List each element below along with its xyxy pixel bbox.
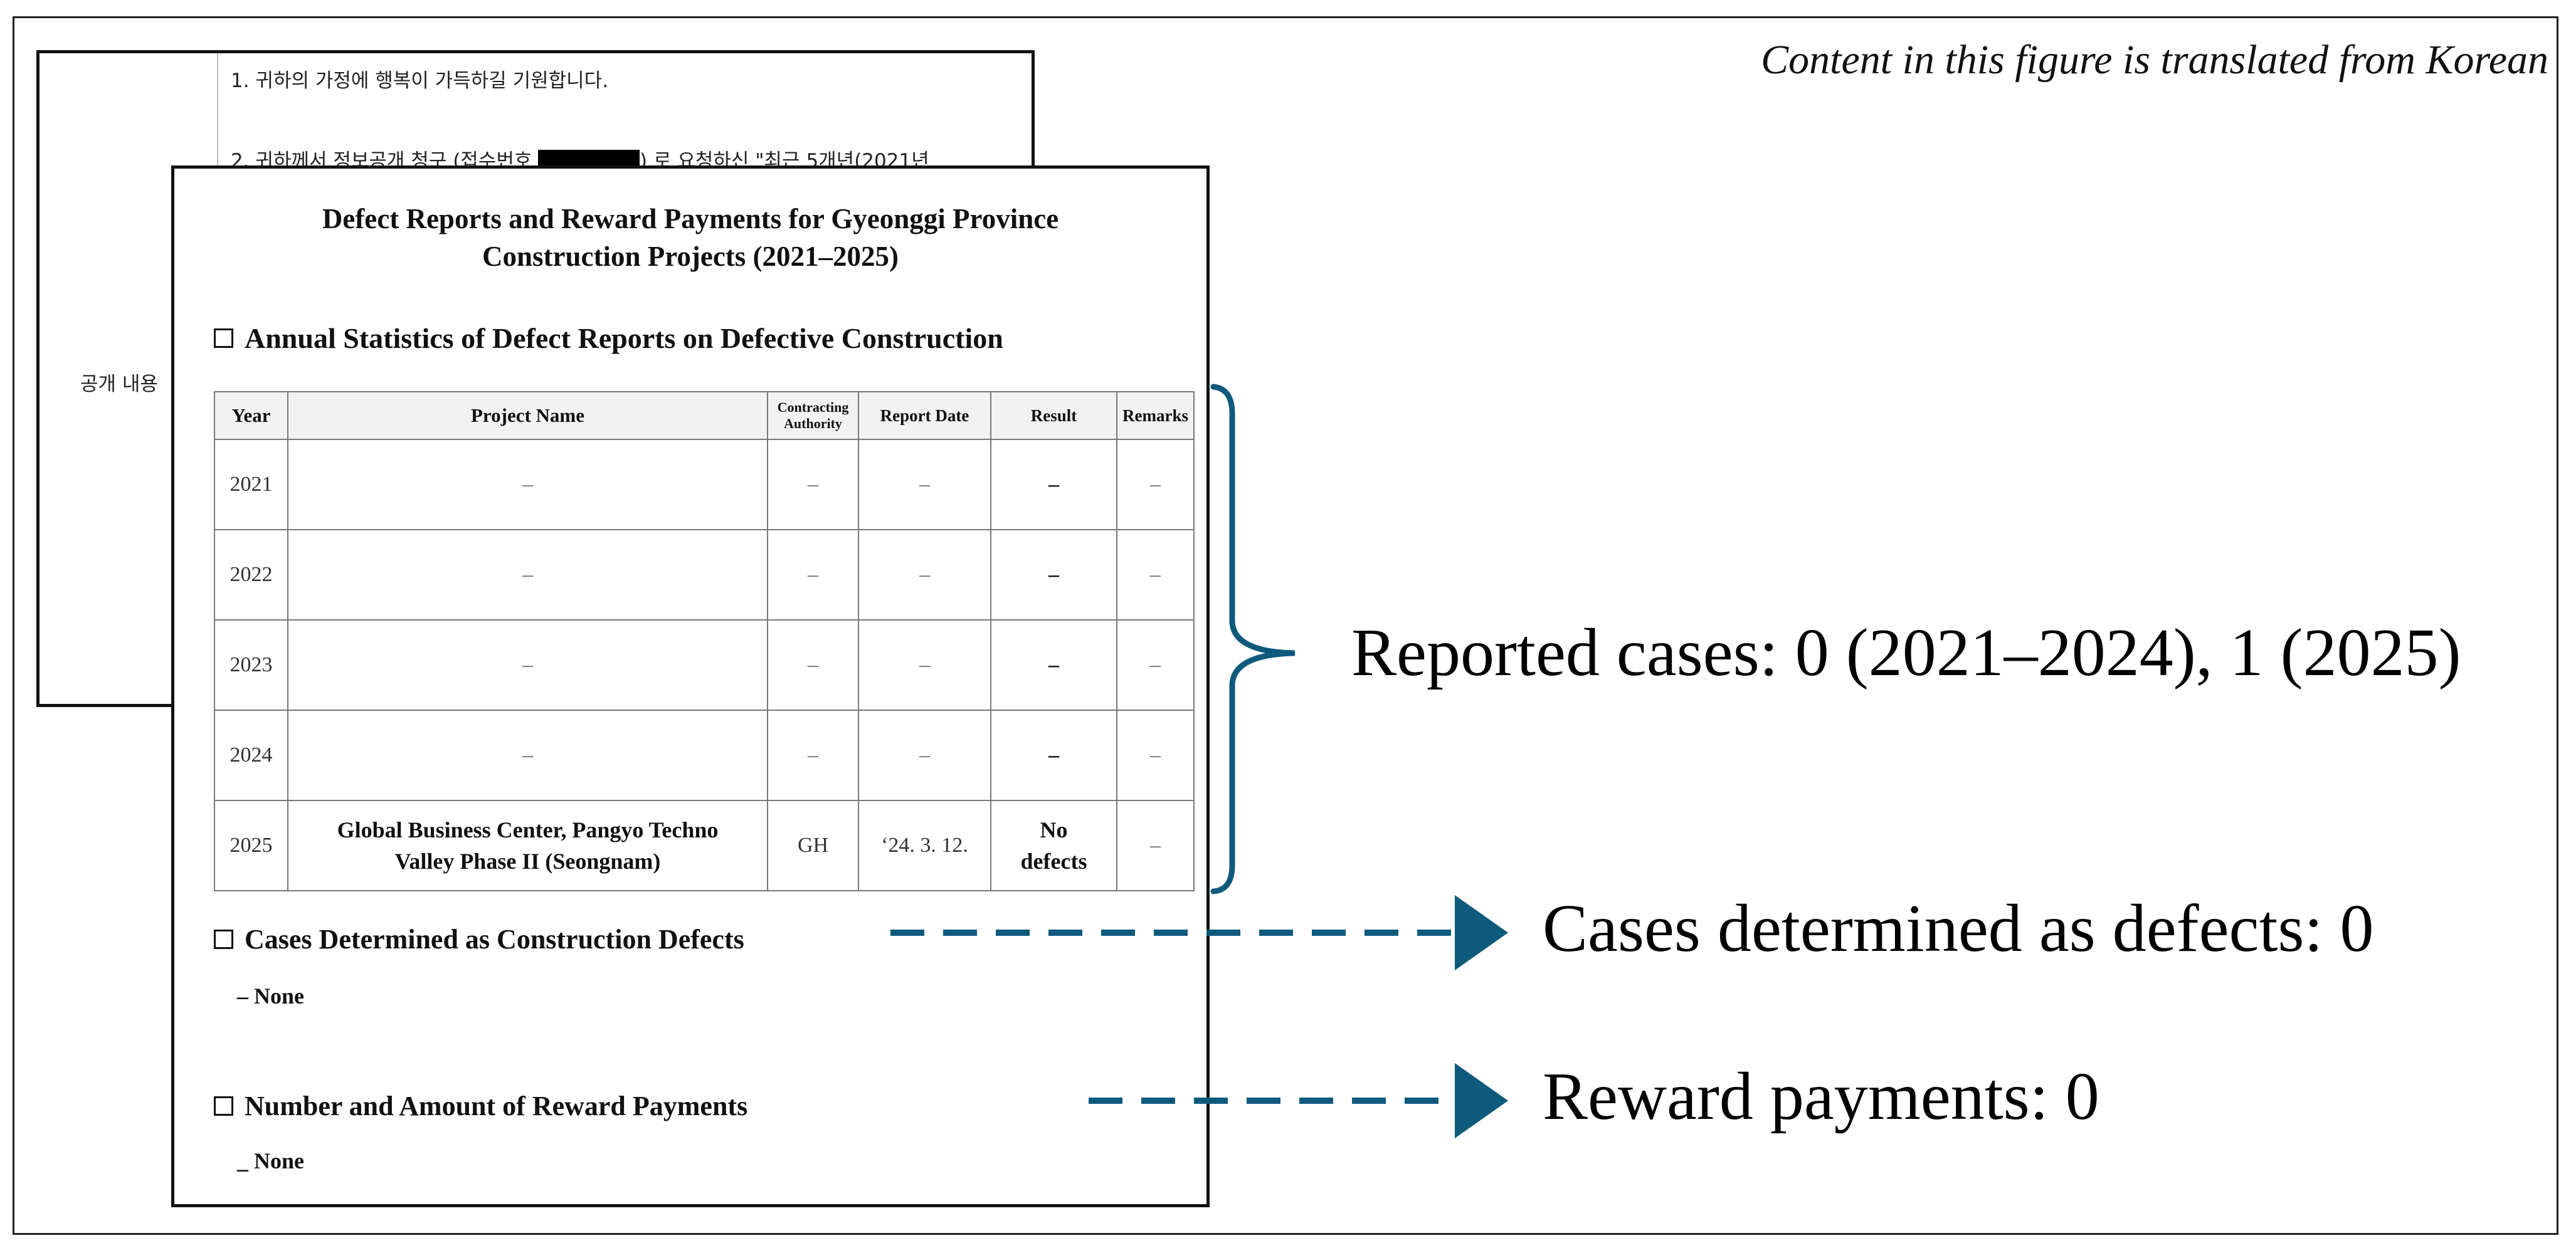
- cell-authority: –: [767, 439, 859, 530]
- header-result: Result: [990, 391, 1117, 440]
- cell-date: ‘24. 3. 12.: [858, 800, 991, 891]
- section-annual-statistics-label: Annual Statistics of Defect Reports on D…: [245, 322, 1003, 354]
- cell-remarks: –: [1116, 439, 1195, 530]
- cell-project: –: [287, 710, 768, 801]
- cell-remarks: –: [1116, 619, 1195, 711]
- cell-result: –: [990, 619, 1117, 711]
- cell-year: 2024: [214, 710, 288, 801]
- document-title: Defect Reports and Reward Payments for G…: [174, 200, 1206, 275]
- cell-year: 2025: [214, 800, 288, 891]
- arrow-head-rewards-icon: [1455, 1063, 1508, 1138]
- construction-defects-value: – None: [237, 983, 304, 1009]
- curly-brace-icon: [1210, 384, 1296, 894]
- table-row: 2023 – – – – –: [214, 619, 1195, 711]
- reward-payments-value: _ None: [237, 1148, 304, 1173]
- cell-remarks: –: [1116, 800, 1195, 891]
- cell-project: –: [287, 529, 768, 621]
- cell-result: –: [990, 710, 1117, 801]
- cell-project: –: [287, 619, 768, 711]
- table-header-row: Year Project Name Contracting Authority …: [214, 391, 1195, 440]
- result-line1: No: [1040, 817, 1068, 842]
- checkbox-square-icon: [214, 930, 233, 949]
- checkbox-square-icon: [214, 1096, 233, 1116]
- disclosure-label: 공개 내용: [80, 373, 158, 396]
- section-annual-statistics: Annual Statistics of Defect Reports on D…: [214, 322, 1003, 355]
- header-authority-line2: Authority: [784, 416, 842, 431]
- greeting-line: 1. 귀하의 가정에 행복이 가득하길 기원합니다.: [231, 70, 609, 92]
- cell-authority: –: [767, 710, 859, 801]
- section-construction-defects-label: Cases Determined as Construction Defects: [245, 924, 744, 955]
- cell-year: 2021: [214, 439, 288, 530]
- section-reward-payments: Number and Amount of Reward Payments: [214, 1090, 747, 1122]
- reported-cases-annotation: Reported cases: 0 (2021–2024), 1 (2025): [1351, 616, 2461, 690]
- cell-date: –: [858, 619, 991, 711]
- cell-project: –: [287, 439, 768, 530]
- table-row: 2025 Global Business Center, Pangyo Tech…: [214, 800, 1195, 891]
- header-year: Year: [214, 391, 288, 440]
- arrow-head-defects-icon: [1455, 895, 1508, 970]
- cell-year: 2022: [214, 529, 288, 621]
- cell-year: 2023: [214, 619, 288, 711]
- cell-authority: –: [767, 529, 859, 621]
- front-document: Defect Reports and Reward Payments for G…: [171, 165, 1210, 1207]
- table-row: 2021 – – – – –: [214, 439, 1195, 530]
- section-construction-defects: Cases Determined as Construction Defects: [214, 923, 744, 955]
- cell-result: –: [990, 529, 1117, 621]
- cell-date: –: [858, 710, 991, 801]
- result-line2: defects: [1020, 849, 1087, 874]
- header-report-date: Report Date: [858, 391, 991, 440]
- project-name-line1: Global Business Center, Pangyo Techno: [337, 817, 719, 842]
- table-row: 2022 – – – – –: [214, 529, 1195, 621]
- defects-annotation: Cases determined as defects: 0: [1543, 891, 2374, 966]
- header-project-name: Project Name: [287, 391, 768, 440]
- header-contracting-authority: Contracting Authority: [767, 391, 859, 440]
- cell-authority: –: [767, 619, 859, 711]
- header-remarks: Remarks: [1116, 391, 1195, 440]
- table-row: 2024 – – – – –: [214, 710, 1195, 801]
- cell-result: –: [990, 439, 1117, 530]
- section-reward-payments-label: Number and Amount of Reward Payments: [245, 1091, 748, 1121]
- document-title-line2: Construction Projects (2021–2025): [482, 241, 899, 272]
- checkbox-square-icon: [214, 328, 233, 348]
- defect-reports-table: Year Project Name Contracting Authority …: [214, 391, 1195, 891]
- document-title-line1: Defect Reports and Reward Payments for G…: [322, 203, 1059, 234]
- cell-authority: GH: [767, 800, 859, 891]
- cell-result: No defects: [990, 800, 1117, 891]
- cell-project: Global Business Center, Pangyo Techno Va…: [287, 800, 768, 891]
- header-authority-line1: Contracting: [777, 399, 849, 415]
- cell-remarks: –: [1116, 529, 1195, 621]
- cell-date: –: [858, 439, 991, 530]
- cell-remarks: –: [1116, 710, 1195, 801]
- rewards-annotation: Reward payments: 0: [1543, 1059, 2099, 1134]
- project-name-line2: Valley Phase II (Seongnam): [394, 849, 661, 874]
- cell-date: –: [858, 529, 991, 621]
- translation-note: Content in this figure is translated fro…: [1761, 37, 2548, 83]
- figure-frame: [13, 16, 2558, 1235]
